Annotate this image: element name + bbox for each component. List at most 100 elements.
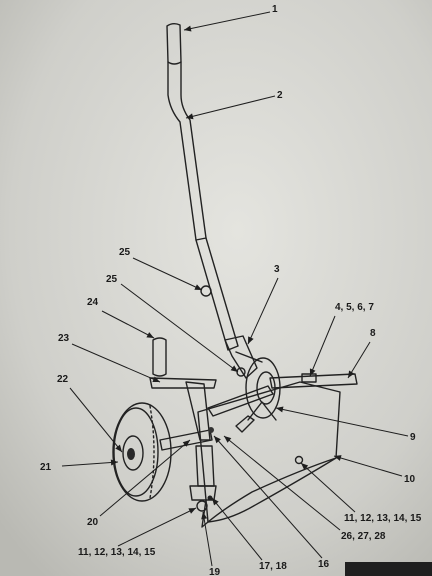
callout-label-8: 8 <box>370 328 376 339</box>
leader-4-5-6-7-line <box>309 315 336 377</box>
leader-24 <box>101 310 155 339</box>
callout-labels: 1 2 3 4, 5, 6, 7 8 9 10 11, 12, 13, 14, … <box>40 4 422 576</box>
leader-23-arrowhead <box>152 376 160 382</box>
callout-label-16: 16 <box>318 559 330 570</box>
leader-22-line <box>69 387 123 453</box>
leader-22-arrowhead <box>115 444 122 452</box>
leader-8-arrowhead <box>348 370 355 378</box>
callout-label-10: 10 <box>404 474 416 485</box>
leader-25-upper <box>132 257 203 291</box>
leader-19 <box>201 511 213 567</box>
callout-label-9: 9 <box>410 432 416 443</box>
leader-23-line <box>71 343 161 383</box>
leader-8 <box>347 341 371 379</box>
leader-26-27-28 <box>223 435 341 531</box>
leader-25-lower-arrowhead <box>230 365 238 372</box>
leader-22 <box>69 387 123 453</box>
leader-2-line <box>185 95 276 119</box>
callout-label-23: 23 <box>58 333 70 344</box>
callout-label-19: 19 <box>209 567 221 576</box>
leader-16-arrowhead <box>214 436 221 444</box>
wheel-left <box>112 402 172 502</box>
callout-label-1: 1 <box>272 4 278 15</box>
leader-24-arrowhead <box>146 332 154 338</box>
axle-nut <box>196 500 208 512</box>
leader-21 <box>61 459 119 467</box>
leader-20-line <box>99 439 191 517</box>
leader-11-15-right-line <box>300 462 356 513</box>
leader-17-18-arrowhead <box>212 498 219 506</box>
handle-grip <box>166 23 182 65</box>
leader-11-15-right-arrowhead <box>301 463 309 470</box>
stub-post <box>152 337 167 377</box>
handle-bolt-upper <box>200 285 212 297</box>
leader-3 <box>247 277 279 345</box>
leader-11-15-right <box>300 462 356 513</box>
leader-20-arrowhead <box>182 440 190 447</box>
leader-4-5-6-7-arrowhead <box>309 368 316 376</box>
leader-4-5-6-7 <box>309 315 336 377</box>
callout-label-2: 2 <box>277 90 283 101</box>
blade-scoop <box>197 381 341 528</box>
leader-10-line <box>333 455 403 477</box>
leader-9-line <box>275 407 409 437</box>
leader-3-line <box>247 277 279 345</box>
leader-11-15-left-line <box>117 507 197 547</box>
callout-label-25-lower: 25 <box>106 274 118 285</box>
callout-label-17-18: 17, 18 <box>259 561 287 572</box>
handle-upper-tube <box>167 61 207 241</box>
blade-body <box>197 381 341 523</box>
leader-10 <box>333 455 403 477</box>
callout-label-3: 3 <box>274 264 280 275</box>
leader-9-arrowhead <box>276 406 284 413</box>
leader-16 <box>213 435 323 559</box>
leader-17-18 <box>211 497 263 561</box>
leader-3-arrowhead <box>248 336 254 344</box>
leader-25-upper-line <box>132 257 203 291</box>
leader-17-18-line <box>211 497 263 561</box>
leader-24-line <box>101 310 155 339</box>
leader-25-lower-line <box>120 283 239 373</box>
leader-8-line <box>347 341 371 379</box>
leader-21-line <box>61 461 119 467</box>
bottom-edge-shadow <box>345 562 432 576</box>
callout-label-4-5-6-7: 4, 5, 6, 7 <box>335 302 374 313</box>
blade-bolt <box>294 455 304 465</box>
callout-label-20: 20 <box>87 517 99 528</box>
frame-axle <box>149 337 255 512</box>
leader-11-15-left <box>117 507 197 547</box>
leader-2-arrowhead <box>186 113 194 120</box>
callout-label-24: 24 <box>87 297 99 308</box>
leader-9 <box>275 406 409 437</box>
leader-20 <box>99 439 191 517</box>
handle-bolt-lower <box>236 367 246 377</box>
leader-25-upper-arrowhead <box>194 284 202 290</box>
leader-11-15-left-arrowhead <box>188 508 196 514</box>
callout-label-26-27-28: 26, 27, 28 <box>341 531 386 542</box>
pivot-bracket <box>224 335 263 379</box>
leader-2 <box>185 95 276 120</box>
callout-label-22: 22 <box>57 374 69 385</box>
leader-25-lower <box>120 283 239 373</box>
callout-label-25-upper: 25 <box>119 247 131 258</box>
leader-23 <box>71 343 161 383</box>
leader-1-arrowhead <box>184 25 192 32</box>
leader-10-arrowhead <box>334 455 342 461</box>
leader-19-arrowhead <box>201 512 208 520</box>
callout-label-11-15-right: 11, 12, 13, 14, 15 <box>344 513 422 524</box>
leader-19-line <box>202 511 213 567</box>
handle-assembly <box>166 23 246 377</box>
leader-26-27-28-arrowhead <box>224 436 232 443</box>
leader-1-line <box>183 11 271 31</box>
leader-26-27-28-line <box>223 435 341 531</box>
leader-1 <box>183 11 271 32</box>
cross-plate <box>207 373 358 417</box>
callout-label-21: 21 <box>40 462 52 473</box>
leader-21-arrowhead <box>110 459 118 466</box>
handle-lower-tube <box>195 237 239 351</box>
callout-label-11-15-left: 11, 12, 13, 14, 15 <box>78 547 156 558</box>
callout-leader-lines <box>61 11 409 567</box>
